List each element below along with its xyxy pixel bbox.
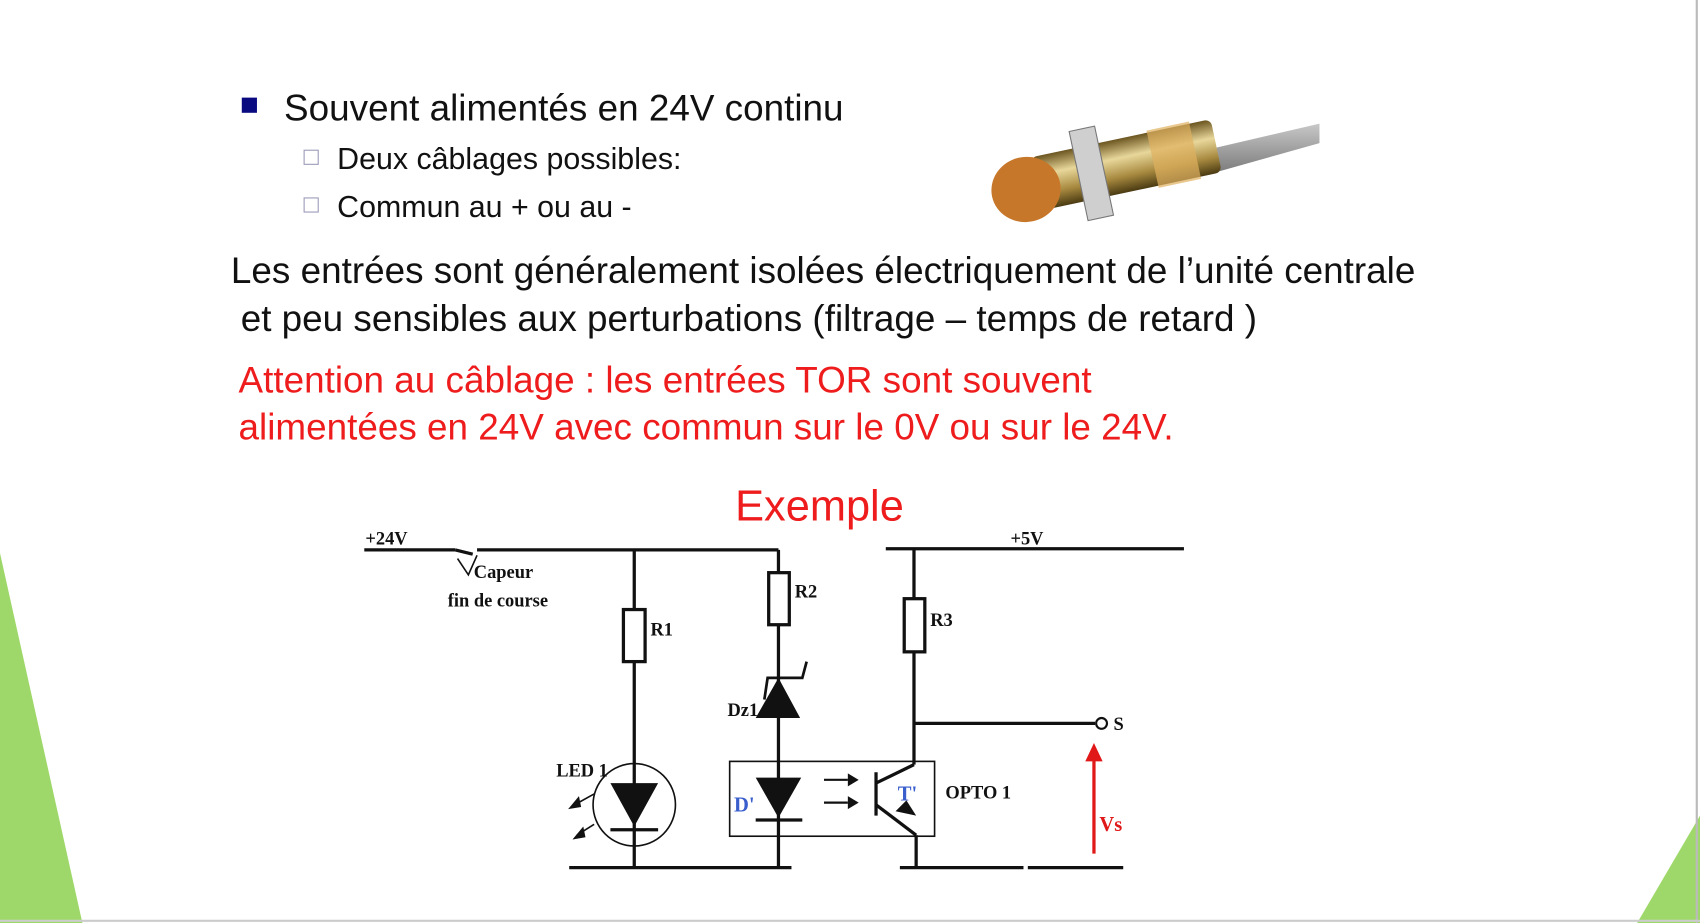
paragraph-line-2: et peu sensibles aux perturbations (filt…: [240, 298, 1258, 340]
label-r3: R3: [930, 610, 953, 630]
label-5v: +5V: [1010, 528, 1044, 548]
paragraph-line-1: Les entrées sont généralement isolées él…: [230, 250, 1416, 292]
label-r2: R2: [795, 582, 818, 602]
label-t-prime: T': [898, 783, 917, 805]
label-24v: +24V: [365, 528, 408, 548]
label-sensor-1: Capeur: [474, 562, 533, 582]
sub-bullet-2: Commun au + ou au -: [337, 189, 632, 224]
label-opto: OPTO 1: [945, 782, 1011, 802]
label-d-prime: D': [734, 794, 755, 816]
bullet-main: Souvent alimentés en 24V continu: [284, 87, 844, 130]
example-title: Exemple: [735, 482, 904, 531]
bullet-square-icon: [241, 97, 257, 113]
warning-line-1: Attention au câblage : les entrées TOR s…: [238, 360, 1092, 402]
proximity-sensor-image: [991, 120, 1320, 223]
label-vs: Vs: [1099, 814, 1122, 836]
label-dz1: Dz1: [727, 700, 758, 720]
label-r1: R1: [651, 620, 674, 640]
warning-line-2: alimentées en 24V avec commun sur le 0V …: [238, 406, 1174, 448]
label-s: S: [1113, 714, 1123, 734]
sub-bullet-icon: [303, 149, 319, 165]
sub-bullet-1: Deux câblages possibles:: [337, 142, 682, 176]
sub-bullet-icon: [303, 197, 319, 213]
label-led1: LED 1: [556, 761, 608, 781]
label-sensor-2: fin de course: [448, 590, 548, 610]
